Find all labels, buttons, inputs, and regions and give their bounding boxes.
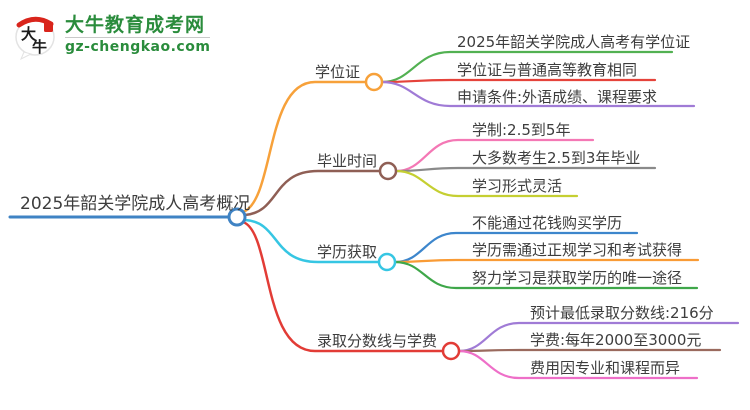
leaf-label-diploma-1[interactable]: 不能通过花钱购买学历 bbox=[472, 214, 623, 232]
logo-char-bottom: 牛 bbox=[32, 38, 47, 56]
branch-curve-score-tuition bbox=[241, 220, 445, 353]
branch-handle-graduation-time[interactable] bbox=[378, 161, 398, 181]
leaf-label-graduation-2[interactable]: 大多数考生2.5到3年毕业 bbox=[472, 149, 641, 167]
leaf-label-graduation-3[interactable]: 学习形式灵活 bbox=[472, 177, 563, 195]
branch-curve-graduation-time bbox=[243, 169, 382, 217]
leaf-curve-diploma-2 bbox=[393, 258, 700, 264]
branch-handle-degree-cert[interactable] bbox=[364, 72, 384, 92]
leaf-curve-degree-cert-3 bbox=[380, 80, 696, 108]
branch-label-graduation-time[interactable]: 毕业时间 bbox=[317, 152, 378, 170]
branch-handle-diploma-obtain[interactable] bbox=[377, 252, 397, 272]
leaf-curve-score-3 bbox=[457, 349, 699, 380]
leaf-label-degree-cert-2[interactable]: 学位证与普通高等教育相同 bbox=[457, 61, 638, 79]
leaf-label-degree-cert-3[interactable]: 申请条件:外语成绩、课程要求 bbox=[457, 88, 658, 106]
leaf-curve-degree-cert-1 bbox=[380, 50, 674, 84]
leaf-label-graduation-1[interactable]: 学制:2.5到5年 bbox=[472, 121, 571, 139]
leaf-curve-degree-cert-2 bbox=[380, 78, 657, 84]
site-domain: gz-chengkao.com bbox=[65, 39, 211, 55]
branch-label-degree-cert[interactable]: 学位证 bbox=[315, 63, 361, 81]
branch-curve-degree-cert bbox=[241, 80, 368, 214]
logo-seal bbox=[44, 22, 53, 32]
leaf-curve-diploma-3 bbox=[393, 260, 699, 290]
leaf-label-diploma-2[interactable]: 学历需通过正规学习和考试获得 bbox=[472, 241, 683, 259]
leaf-label-degree-cert-1[interactable]: 2025年韶关学院成人高考有学位证 bbox=[457, 33, 691, 51]
logo-divider bbox=[65, 37, 211, 38]
leaf-curve-graduation-1 bbox=[394, 138, 595, 173]
root-node-handle[interactable] bbox=[227, 207, 247, 227]
branch-handle-score-tuition[interactable] bbox=[441, 341, 461, 361]
site-name: 大牛教育成考网 bbox=[65, 14, 206, 36]
leaf-label-diploma-3[interactable]: 努力学习是获取学历的唯一途径 bbox=[472, 269, 683, 287]
logo-bull-icon: 大 牛 bbox=[15, 16, 55, 60]
leaf-label-score-3[interactable]: 费用因专业和课程而异 bbox=[530, 359, 681, 377]
branch-label-score-tuition[interactable]: 录取分数线与学费 bbox=[317, 332, 438, 350]
leaf-curve-graduation-2 bbox=[394, 166, 657, 173]
root-node-label[interactable]: 2025年韶关学院成人高考概况 bbox=[20, 194, 251, 214]
branch-curve-diploma-obtain bbox=[243, 218, 381, 264]
site-logo[interactable]: 大 牛 大牛教育成考网 gz-chengkao.com bbox=[12, 10, 211, 60]
leaf-label-score-2[interactable]: 学费:每年2000至3000元 bbox=[530, 331, 702, 349]
branch-label-diploma-obtain[interactable]: 学历获取 bbox=[317, 243, 378, 261]
logo-char-top: 大 bbox=[21, 25, 36, 43]
leaf-label-score-1[interactable]: 预计最低录取分数线:216分 bbox=[530, 304, 714, 322]
leaf-curve-score-2 bbox=[457, 348, 722, 353]
leaf-curve-graduation-3 bbox=[394, 169, 579, 198]
